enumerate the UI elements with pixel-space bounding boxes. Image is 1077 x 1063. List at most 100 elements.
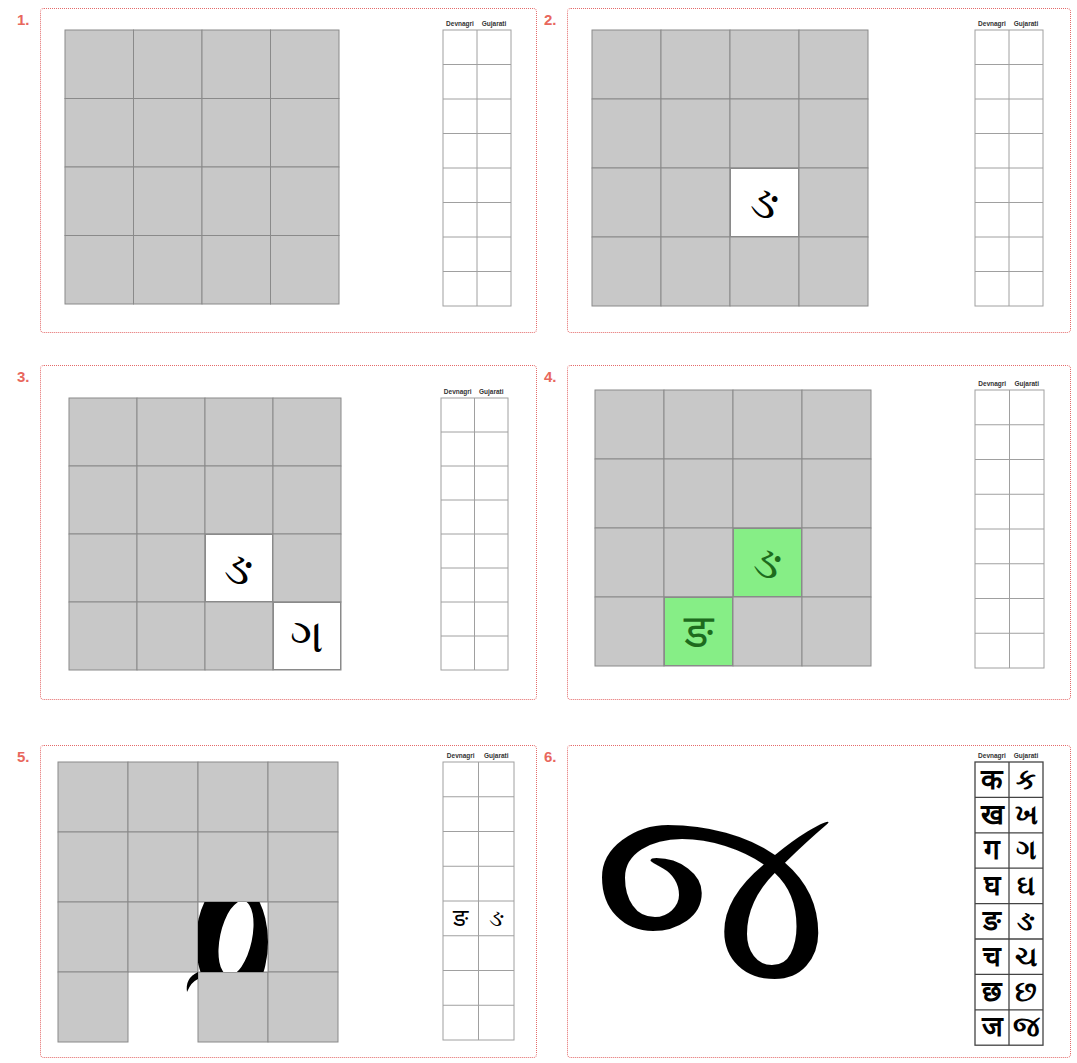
table-header-box: Devnagri [972,20,1012,29]
table-cell-box: च [975,939,1009,974]
tile-grid [595,390,871,666]
grey-tile [128,762,198,832]
grey-tile [69,398,137,466]
table-cell-box: ज [975,1010,1009,1045]
table-cell-box: ઙ [479,901,515,936]
table-header-box: Gujarati [1007,380,1048,389]
grey-tile [58,762,128,832]
table-frame [975,762,1043,1045]
grey-tile [134,99,203,168]
zoomed-glyph-fragment [187,880,268,1004]
grey-tile [730,30,799,99]
table-cell-box: ङ [443,901,479,936]
grey-tile [58,972,128,1042]
column-header: Gujarati [1014,753,1039,760]
grey-tile [69,466,137,534]
grey-tile [134,236,203,305]
grey-tile [592,30,661,99]
grey-tile [664,528,733,597]
grey-tile [65,30,134,99]
grey-tile [198,972,268,1042]
table-cell-box: ચ [1009,939,1043,974]
column-header: Gujarati [484,753,509,760]
table-cell: ग [984,836,1000,864]
grey-tile [733,528,802,597]
grey-tile [802,390,871,459]
table-cell: ઙ [1017,907,1035,935]
grey-tile [271,236,340,305]
grey-tile [58,832,128,902]
tile-grids [58,30,871,1042]
grey-tile [202,99,271,168]
grey-tile [273,534,341,602]
table-cell: છ [1015,978,1037,1006]
table-cell: ज [982,1013,1003,1041]
table-header-box: Gujarati [1006,20,1046,29]
grey-tile [592,99,661,168]
tile-grid [592,30,868,306]
glyph-counter [212,902,259,972]
table-rule [1009,30,1010,306]
table-cell: ङ [983,907,1001,935]
grey-tile [65,236,134,305]
grey-tile [595,459,664,528]
table-rule [478,762,479,1040]
grey-tile [202,236,271,305]
table-header-box: Gujarati [476,752,518,761]
grey-tile [595,528,664,597]
table-cell-box: क [975,762,1009,797]
panel-number: 5. [17,748,30,765]
tile-glyph: ङ [684,608,713,654]
glyph-tile: ગ [273,602,341,670]
grey-tile [664,459,733,528]
letter-table [443,30,511,306]
table-cell: ચ [1015,943,1037,971]
grey-tile [661,237,730,306]
table-rule [477,30,478,306]
grey-tile [65,167,134,236]
large-glyph-box: જ [575,760,845,1025]
table-frame [975,390,1044,668]
grey-tile [58,902,128,972]
grey-tile [198,832,268,902]
grey-tile [268,972,338,1042]
glyph-tile: ङ [664,597,733,666]
panel-number: 3. [17,368,30,385]
table-header-box: Devnagri [440,752,482,761]
grey-tile [271,167,340,236]
letter-tables [441,30,1044,1045]
column-header: Devnagri [978,381,1006,388]
grey-tile [799,30,868,99]
tile-grid [65,30,339,304]
column-header: Gujarati [1014,21,1039,28]
column-header: Devnagri [978,21,1006,28]
table-cell-box: ગ [1009,833,1043,868]
table-cell: ઙ [489,906,504,930]
column-header: Devnagri [444,389,472,396]
grey-tile [799,237,868,306]
table-cell-box: ઙ [1009,904,1043,939]
table-cell: ઘ [1017,872,1035,900]
table-cell-box: ङ [975,904,1009,939]
table-cell-box: ઘ [1009,868,1043,903]
panel-number: 6. [544,748,557,765]
glyph-tile: ઙ [733,528,802,597]
grey-tile [273,602,341,670]
letter-table [443,762,514,1040]
panel-number: 1. [17,11,30,28]
table-cell-box: छ [975,974,1009,1009]
grey-tile [137,534,205,602]
tile-glyph: ઙ [224,545,253,591]
grey-tile [268,902,338,972]
grey-tile [273,466,341,534]
table-frame [441,398,508,670]
table-header-box: Gujarati [472,388,512,397]
grey-tile [69,602,137,670]
glyph-tile: ઙ [730,168,799,237]
tile-glyph: ઙ [750,179,779,225]
grey-tile [134,30,203,99]
grey-tile [128,832,198,902]
table-header-box: Gujarati [474,20,514,29]
grey-tile [799,99,868,168]
